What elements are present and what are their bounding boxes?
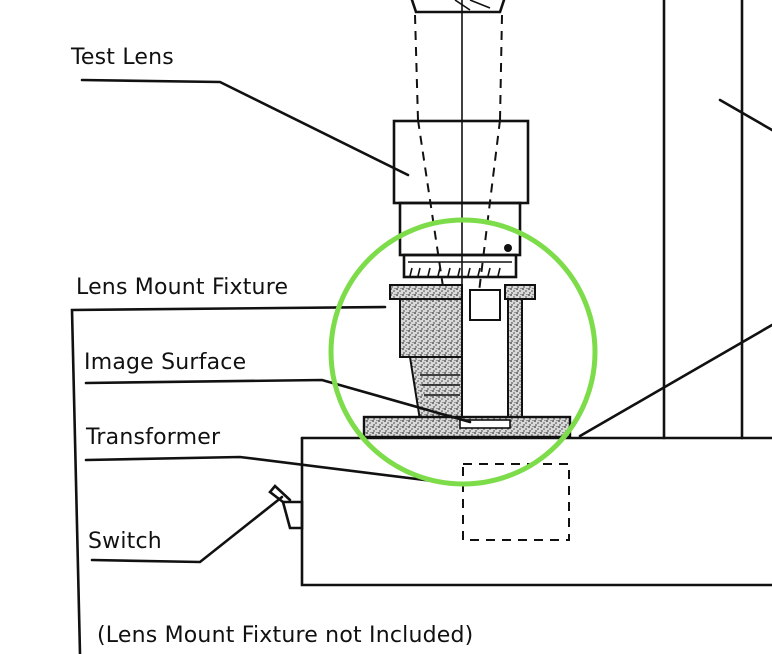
lens-mount-fixture <box>362 284 572 439</box>
highlight-circle <box>328 217 598 487</box>
left-bracket <box>70 305 387 654</box>
leader-image-surface <box>84 378 472 424</box>
leader-switch <box>90 495 284 564</box>
leader-lines <box>80 78 472 564</box>
frame-stand <box>578 0 772 440</box>
leader-transformer <box>84 455 467 487</box>
top-optic <box>410 0 506 14</box>
label-lens-mount-fixture: Lens Mount Fixture <box>76 275 288 300</box>
label-test-lens: Test Lens <box>70 45 174 70</box>
base-housing <box>300 436 772 587</box>
switch-icon <box>268 484 304 530</box>
label-image-surface: Image Surface <box>84 350 246 375</box>
label-note: (Lens Mount Fixture not Included) <box>97 623 473 648</box>
optical-axis <box>414 0 503 330</box>
label-transformer: Transformer <box>85 425 221 450</box>
leader-test-lens <box>80 78 410 177</box>
test-lens-body <box>392 119 530 279</box>
label-switch: Switch <box>88 529 162 554</box>
